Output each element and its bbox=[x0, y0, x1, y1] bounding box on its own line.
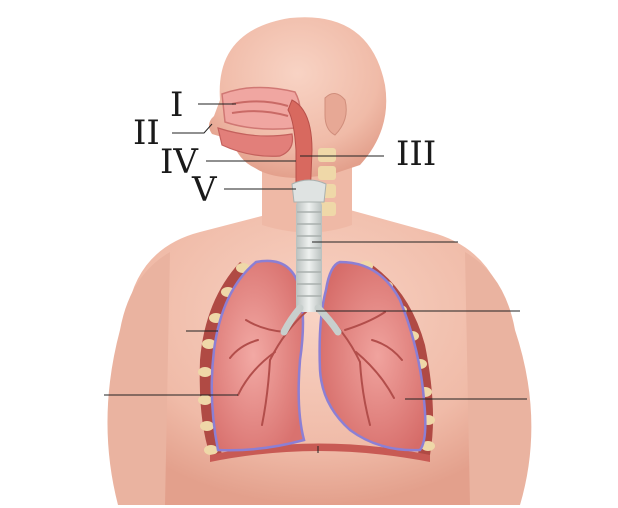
main-bronchi bbox=[280, 304, 342, 336]
leader-line-II bbox=[172, 123, 213, 134]
label-I: I bbox=[170, 85, 184, 125]
label-IV: IV bbox=[160, 142, 198, 182]
leader-lines bbox=[104, 103, 527, 453]
larynx bbox=[291, 179, 327, 203]
left-arm bbox=[107, 252, 170, 505]
ear bbox=[324, 93, 347, 136]
right-arm bbox=[465, 252, 532, 505]
trachea bbox=[296, 200, 322, 312]
right-lung bbox=[318, 260, 427, 452]
label-III: III bbox=[396, 134, 437, 174]
label-V: V bbox=[192, 170, 217, 210]
trachea-rings bbox=[297, 211, 321, 297]
oral-cavity bbox=[217, 127, 294, 157]
label-II: II bbox=[133, 113, 160, 153]
bronchial-tree bbox=[229, 309, 403, 426]
